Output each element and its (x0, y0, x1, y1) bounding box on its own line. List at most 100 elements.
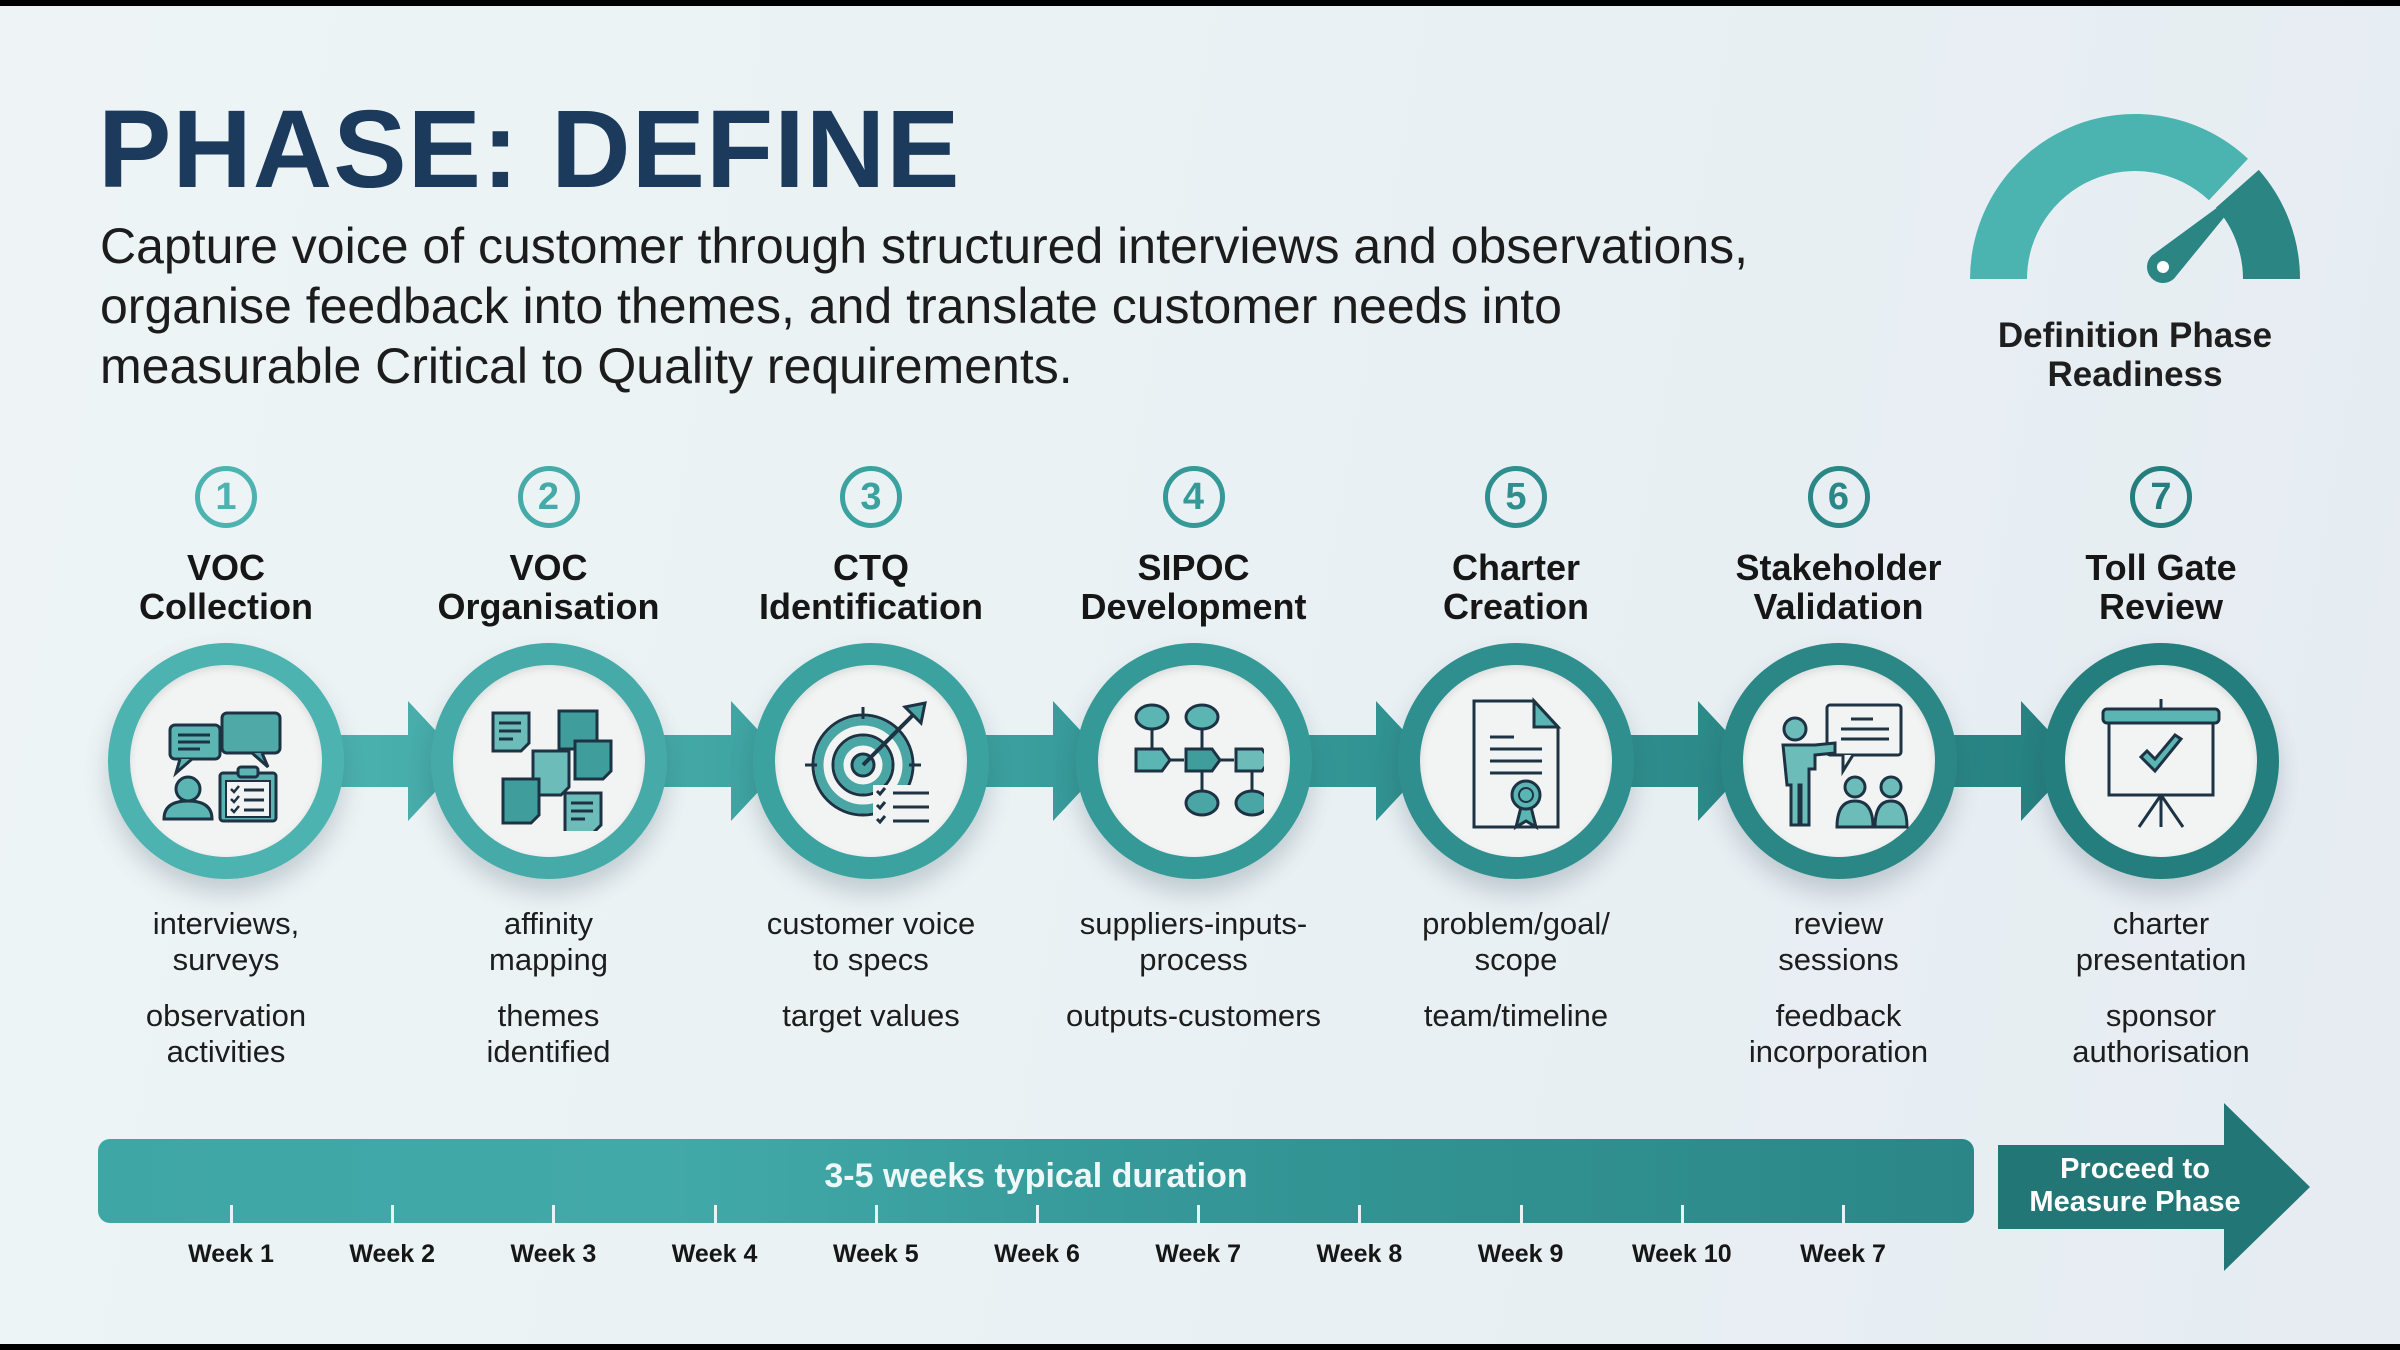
step-icon-face (130, 665, 322, 857)
gauge-label-line: Definition Phase (1997, 316, 2273, 355)
week-label: Week 3 (510, 1240, 597, 1268)
step-detail-line: review (1793, 906, 1884, 941)
gauge-label-line: Readiness (2047, 355, 2223, 394)
voc-collection-icon (162, 711, 282, 823)
step-number-badge: 1 (195, 466, 257, 528)
step-detail-line: process (1139, 942, 1248, 977)
step-icon-circle (430, 643, 667, 879)
week-tick (1842, 1205, 1845, 1223)
step-icon-circle (2043, 643, 2279, 879)
step-icon-face (2065, 665, 2257, 857)
week-tick (230, 1205, 233, 1223)
proceed-label: Proceed to Measure Phase (2002, 1153, 2268, 1219)
step-detail-line: affinity (503, 906, 594, 941)
step-icon-circle (108, 643, 344, 879)
step-title-line: Collection (138, 586, 313, 627)
week-tick (1680, 1205, 1684, 1223)
step-connector-arrow (971, 701, 1109, 821)
step-title-line: VOC (186, 547, 265, 588)
step-detail-line: activities (166, 1034, 286, 1069)
step-title-line: Toll Gate (2085, 547, 2237, 588)
step-detail-line: identified (486, 1034, 611, 1069)
step-detail-item: problem/goal/scope (1356, 906, 1676, 978)
step-details: problem/goal/scope team/timeline (1356, 906, 1676, 1054)
step-title-line: CTQ (833, 547, 909, 588)
step-icon-circle (753, 643, 989, 879)
readiness-gauge (1970, 113, 2300, 284)
step-number-badge: 2 (517, 466, 580, 528)
step-title-line: Creation (1442, 586, 1590, 627)
step-detail-item: target values (711, 998, 1031, 1034)
step-detail-line: charter (2112, 906, 2210, 941)
step-detail-line: mapping (489, 942, 608, 977)
step-detail-line: to specs (813, 942, 929, 977)
step-number-badge: 7 (2130, 466, 2192, 528)
proceed-label-line: Proceed to (2060, 1153, 2210, 1185)
step-connector-arrow (648, 701, 787, 821)
step-detail-item: suppliers-inputs-process (1034, 906, 1354, 978)
week-label: Week 6 (994, 1240, 1080, 1268)
step-detail-line: interviews, (152, 906, 300, 941)
step-detail-item: team/timeline (1356, 998, 1676, 1034)
gauge-label: Definition Phase Readiness (1935, 316, 2335, 394)
gauge-hub (2151, 255, 2175, 279)
step-detail-line: problem/goal/ (1422, 906, 1610, 941)
step-connector-arrow (1938, 701, 2077, 821)
gauge-filled-arc (1970, 113, 2248, 280)
duration-label: 3-5 weeks typical duration (824, 1157, 1248, 1195)
gauge-needle-icon (2146, 180, 2255, 284)
week-tick (874, 1205, 878, 1223)
step-detail-line: outputs-customers (1066, 998, 1321, 1033)
step-detail-line: themes (497, 998, 600, 1033)
page-title: PHASE: DEFINE (98, 88, 961, 211)
description-line: Capture voice of customer through struct… (100, 218, 1749, 274)
week-label: Week 1 (188, 1240, 274, 1268)
week-label: Week 5 (832, 1240, 919, 1268)
step-title-line: Identification (759, 586, 983, 627)
step-icon-face (452, 665, 645, 857)
step-title-line: Stakeholder (1735, 547, 1942, 588)
step-title-line: SIPOC (1137, 547, 1250, 588)
week-tick (713, 1205, 717, 1223)
proceed-label-line: Measure Phase (2029, 1186, 2241, 1218)
step-icon-circle (1720, 643, 1957, 879)
week-label: Week 9 (1477, 1240, 1564, 1268)
step-icon-face (1097, 665, 1290, 857)
step-detail-line: sponsor (2105, 998, 2217, 1033)
slide-canvas: PHASE: DEFINE Capture voice of customer … (0, 6, 2400, 1344)
step-number-badge: 5 (1485, 466, 1547, 528)
week-label: Week 7 (1800, 1240, 1886, 1268)
step-detail-line: sessions (1778, 942, 1899, 977)
step-detail-line: target values (782, 998, 960, 1033)
step-detail-line: team/timeline (1423, 998, 1609, 1033)
proceed-arrow-button[interactable] (1998, 1103, 2310, 1271)
step-detail-line: customer voice (766, 906, 976, 941)
step-icon-circle (1075, 643, 1312, 879)
week-label: Week 10 (1631, 1240, 1732, 1268)
arrow-shape (1998, 1103, 2310, 1271)
flowchart-icon (1134, 703, 1264, 817)
step-icon-face (775, 665, 967, 857)
description-line: organise feedback into themes, and trans… (100, 278, 1562, 334)
step-detail-line: observation (145, 998, 307, 1033)
step-detail-item: outputs-customers (1034, 998, 1354, 1034)
step-icon-face (1742, 665, 1935, 857)
week-label: Week 8 (1316, 1240, 1403, 1268)
gauge-remaining-arc (2216, 169, 2300, 279)
week-label: Week 2 (349, 1240, 436, 1268)
target-checklist-icon (805, 701, 935, 831)
step-detail-line: suppliers-inputs- (1079, 906, 1308, 941)
step-detail-line: presentation (2075, 942, 2247, 977)
week-tick (1358, 1205, 1362, 1223)
step-connector-arrow (1616, 701, 1754, 821)
